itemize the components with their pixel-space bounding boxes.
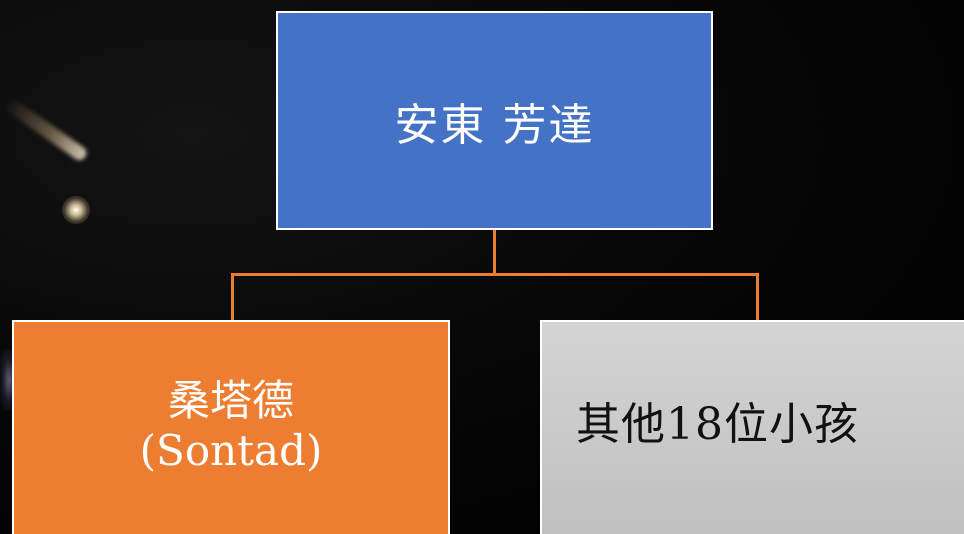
child-node-others: 其他18位小孩	[540, 320, 964, 534]
connector-horizontal-bar	[231, 273, 759, 276]
child-node-sontad-label-chinese: 桑塔德	[167, 375, 294, 425]
connector-right-drop	[756, 273, 759, 321]
connector-root-stem	[493, 230, 496, 275]
meteor-glow-decoration	[62, 196, 90, 224]
child-node-sontad-label-latin: (Sontad)	[139, 426, 323, 475]
root-node: 安東 芳達	[276, 11, 713, 230]
meteor-trail-decoration	[3, 96, 90, 163]
connector-left-drop	[231, 273, 234, 321]
child-node-sontad: 桑塔德 (Sontad)	[12, 320, 450, 534]
root-node-label: 安東 芳達	[394, 99, 595, 151]
child-node-others-label: 其他18位小孩	[576, 399, 859, 450]
